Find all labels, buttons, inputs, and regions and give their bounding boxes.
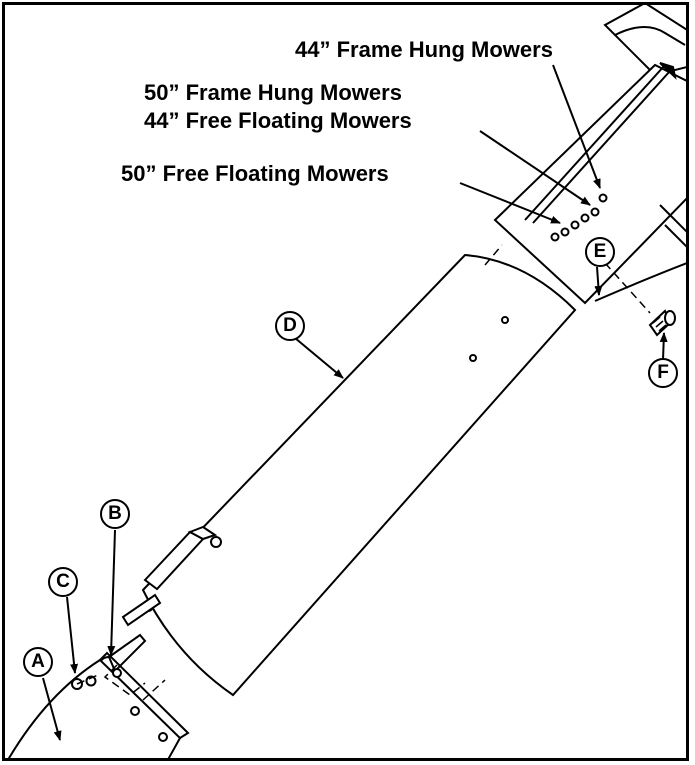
- leader-arrows: [42, 64, 668, 741]
- callout-c: C: [48, 567, 78, 597]
- callout-e: E: [585, 237, 615, 267]
- assembly-drawing: [7, 5, 686, 758]
- part-f-bolt: [648, 309, 676, 337]
- callout-a: A: [23, 647, 53, 677]
- label-50-frame-hung: 50” Frame Hung Mowers: [144, 80, 402, 105]
- label-44-free-floating: 44” Free Floating Mowers: [144, 108, 412, 133]
- hinge-bracket: [121, 525, 222, 627]
- callout-d: D: [275, 311, 305, 341]
- alignment-lines: [76, 244, 651, 701]
- part-a-deflector: [7, 651, 190, 758]
- label-44-frame-hung: 44” Frame Hung Mowers: [295, 37, 553, 62]
- label-50-free-floating: 50” Free Floating Mowers: [121, 161, 389, 186]
- part-e-sleeve: [493, 5, 686, 305]
- callout-b: B: [100, 499, 130, 529]
- callout-f: F: [648, 358, 678, 388]
- part-d-chute: [141, 253, 577, 697]
